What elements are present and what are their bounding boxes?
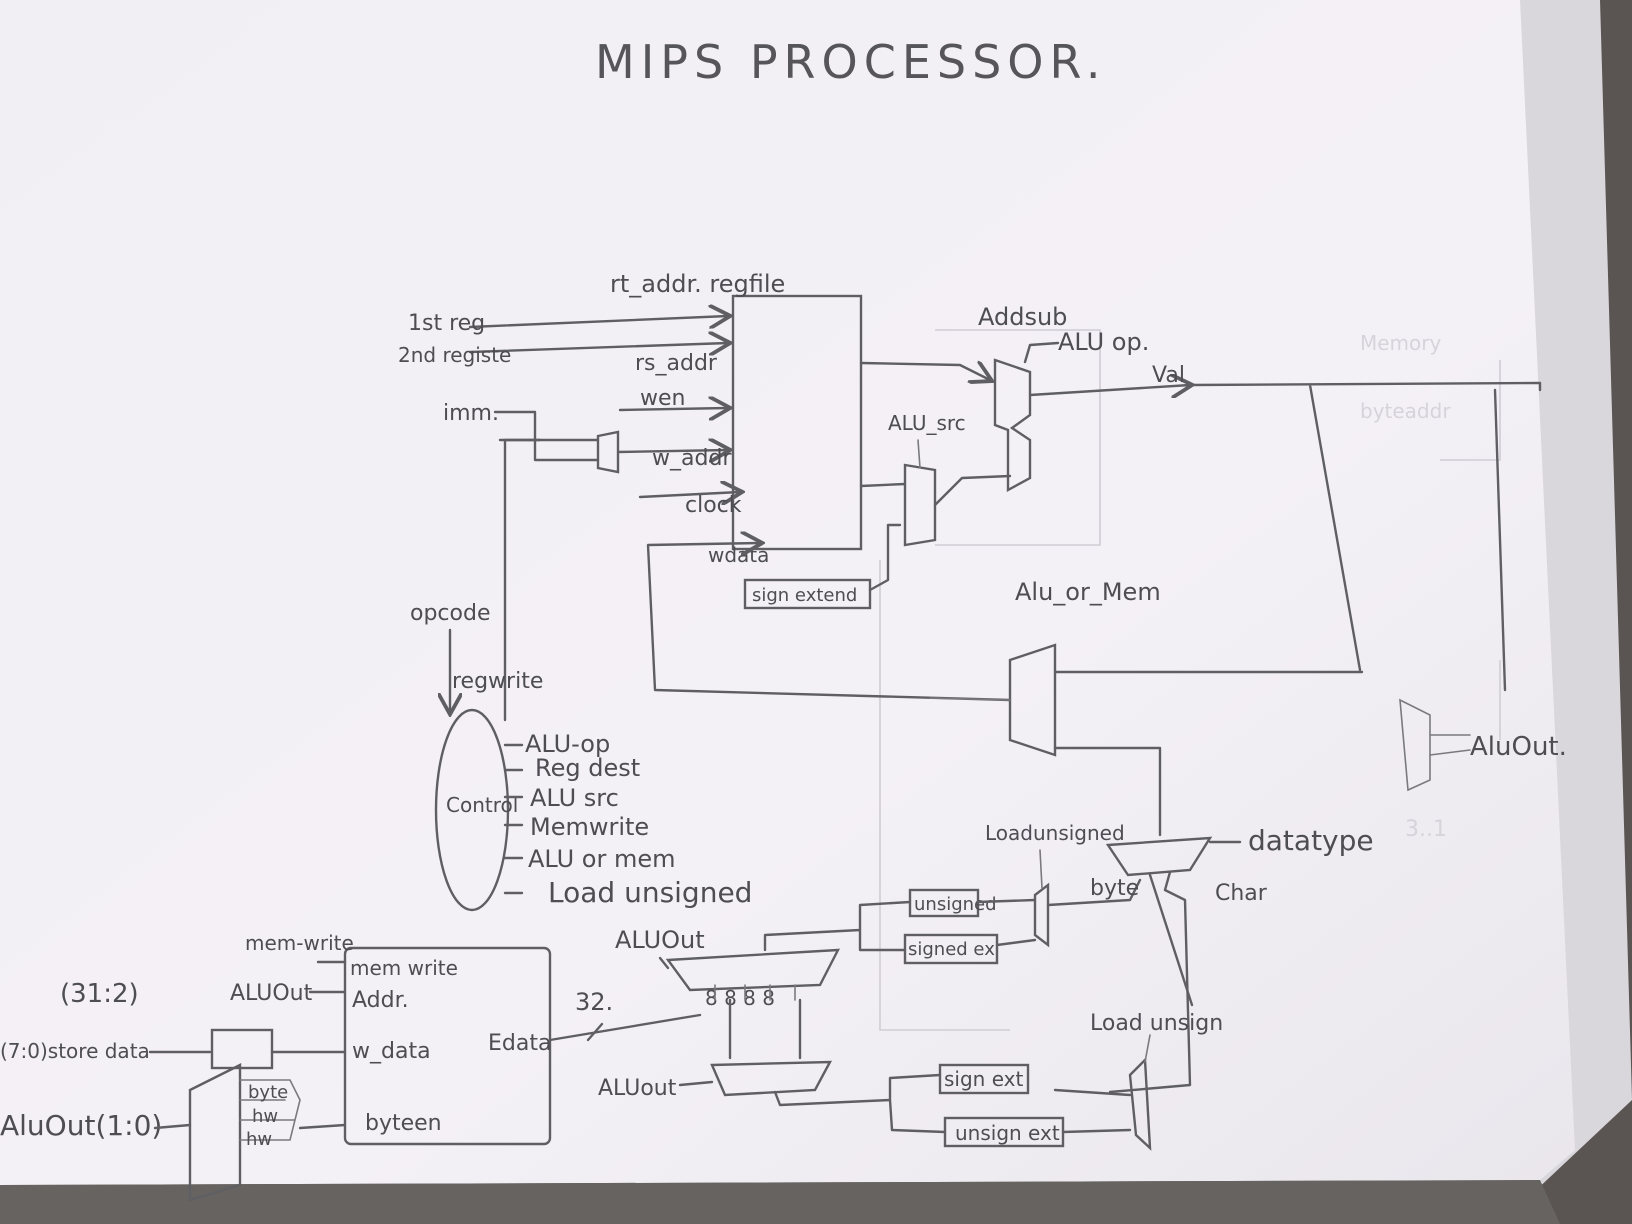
input-store-data-label: (7:0)store data xyxy=(0,1039,150,1063)
alu-or-mem-label: Alu_or_Mem xyxy=(1015,578,1161,606)
input-reg2-label: 2nd registe xyxy=(398,343,511,367)
regwrite-label: regwrite xyxy=(452,669,543,694)
ghost-memory-label: Memory xyxy=(1360,331,1442,355)
datatype-range-label: 3..1 xyxy=(1405,817,1447,842)
char-label: Char xyxy=(1215,881,1268,906)
addsub-label: Addsub xyxy=(978,303,1067,331)
port-wdata-label-mem: w_data xyxy=(352,1039,431,1064)
control-out-alu-src: ALU src xyxy=(530,784,619,812)
unsigned-label: unsigned xyxy=(914,894,997,915)
aluout-top-label: ALUOut xyxy=(615,926,705,954)
port-wdata-label: wdata xyxy=(708,543,769,567)
input-aluout-label: ALUOut xyxy=(230,981,313,1006)
read-data-label: Edata xyxy=(488,1031,551,1056)
input-imm-label: imm. xyxy=(443,401,499,426)
port-rs-addr-label: rs_addr xyxy=(635,351,718,376)
loadunsigned-top-label: Loadunsigned xyxy=(985,821,1125,845)
port-w-addr-label: w_addr xyxy=(652,446,732,471)
sign-ext-label: sign ext xyxy=(944,1067,1023,1091)
mux-hw-label: hw xyxy=(252,1106,278,1127)
mux-hw2-label: hw xyxy=(246,1129,272,1150)
byte-label: byte xyxy=(1090,876,1139,901)
input-range-label: (31:2) xyxy=(60,979,139,1009)
input-memwrite-label: mem-write xyxy=(245,931,354,955)
port-clock-label: clock xyxy=(685,493,742,518)
opcode-label: opcode xyxy=(410,601,490,626)
control-out-reg-dest: Reg dest xyxy=(535,754,640,782)
bus-width-label: 32. xyxy=(575,988,613,1016)
mux-byte-label: byte xyxy=(248,1082,288,1103)
input-aluout-low-label: AluOut(1:0) xyxy=(0,1109,162,1142)
port-addr-label: Addr. xyxy=(352,988,409,1013)
unsign-ext-label: unsign ext xyxy=(955,1121,1060,1145)
control-out-memwrite: Memwrite xyxy=(530,813,649,841)
alu-op-label: ALU op. xyxy=(1058,328,1149,356)
aluout-bottom-label: ALUout xyxy=(598,1076,677,1101)
port-wen-label: wen xyxy=(640,386,685,411)
signed-ex-label: signed ex xyxy=(908,939,995,960)
control-out-load-unsigned: Load unsigned xyxy=(548,876,752,909)
datatype-label: datatype xyxy=(1248,824,1374,857)
control-out-alu-or-mem: ALU or mem xyxy=(528,845,676,873)
port-byteen-label: byteen xyxy=(365,1111,442,1136)
input-reg1-label: 1st reg xyxy=(408,311,485,336)
port-memwrite-label: mem write xyxy=(350,956,458,980)
page-title: MIPS PROCESSOR. xyxy=(595,35,1106,89)
val-label: Val xyxy=(1152,363,1185,388)
sign-extend-label: sign extend xyxy=(752,585,857,606)
ghost-byteaddr-label: byteaddr xyxy=(1360,399,1451,423)
alu-src-label: ALU_src xyxy=(888,411,966,435)
alu-out-label: AluOut. xyxy=(1470,732,1567,762)
loadunsigned-bottom-label: Load unsign xyxy=(1090,1011,1223,1036)
regfile-label: rt_addr. regfile xyxy=(610,270,785,298)
